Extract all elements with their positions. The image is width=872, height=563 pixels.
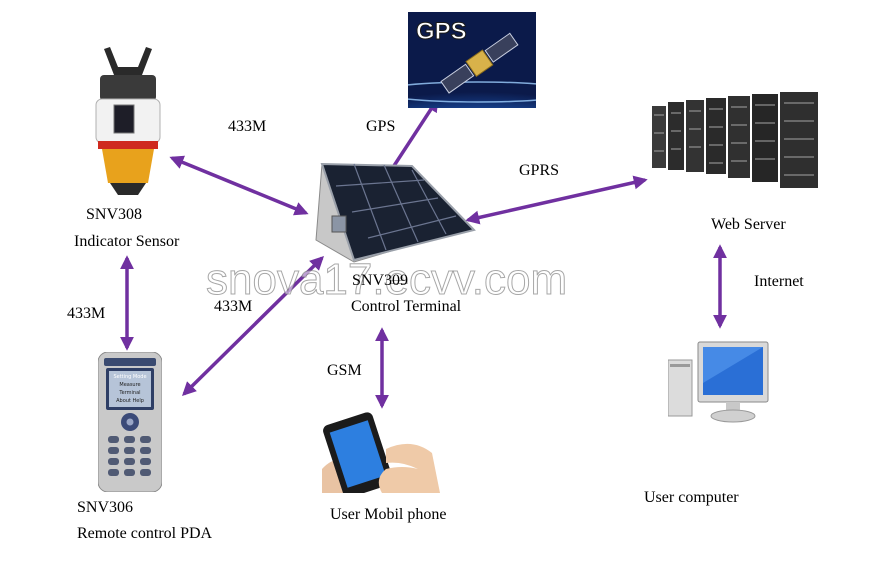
indicator-sensor-image <box>92 45 164 197</box>
link-label-sensor-terminal: 433M <box>228 118 267 135</box>
pda-screen-line-4: About Help <box>116 398 144 404</box>
link-label-gsm: GSM <box>327 362 362 379</box>
computer-name-label: User computer <box>644 489 739 506</box>
gps-banner-text: GPS <box>416 18 467 45</box>
pda-screen-line-2: Measure <box>119 382 140 388</box>
control-terminal-image <box>314 160 476 264</box>
pda-screen-line-1: Setting Mode <box>113 374 146 380</box>
link-label-gps: GPS <box>366 118 396 135</box>
phone-icon <box>322 409 440 498</box>
pda-screen-line-3: Terminal <box>118 390 140 396</box>
solar-terminal-icon <box>315 162 476 263</box>
arrow-terminal-server <box>465 175 648 225</box>
pda-name-label: Remote control PDA <box>77 525 213 542</box>
phone-name-label: User Mobil phone <box>330 506 447 523</box>
pda-device-icon: Setting Mode Measure Terminal About Help <box>97 351 163 493</box>
link-label-pda-terminal: 433M <box>214 298 253 315</box>
pda-image: Setting Mode Measure Terminal About Help <box>97 351 163 493</box>
terminal-model-label: SNV309 <box>352 272 409 289</box>
server-rack-icon <box>652 92 818 188</box>
link-label-gprs: GPRS <box>519 162 560 179</box>
gps-satellite-image: GPS <box>368 12 588 164</box>
server-name-label: Web Server <box>711 216 786 233</box>
user-computer-image <box>667 338 774 428</box>
pda-model-label: SNV306 <box>77 499 134 516</box>
sensor-name-label: Indicator Sensor <box>74 233 180 250</box>
watermark: snova17.ecvv.com <box>205 255 568 305</box>
computer-icon <box>667 341 769 423</box>
link-label-sensor-pda: 433M <box>67 305 106 322</box>
sensor-device-icon <box>95 47 161 195</box>
terminal-name-label: Control Terminal <box>351 298 462 315</box>
sensor-model-label: SNV308 <box>86 206 143 223</box>
link-label-internet: Internet <box>754 273 804 290</box>
web-server-image <box>652 92 818 188</box>
arrow-sensor-terminal <box>169 155 309 216</box>
mobile-phone-image <box>322 409 440 498</box>
arrow-pda-terminal <box>182 256 324 396</box>
satellite-icon: GPS <box>368 12 588 164</box>
